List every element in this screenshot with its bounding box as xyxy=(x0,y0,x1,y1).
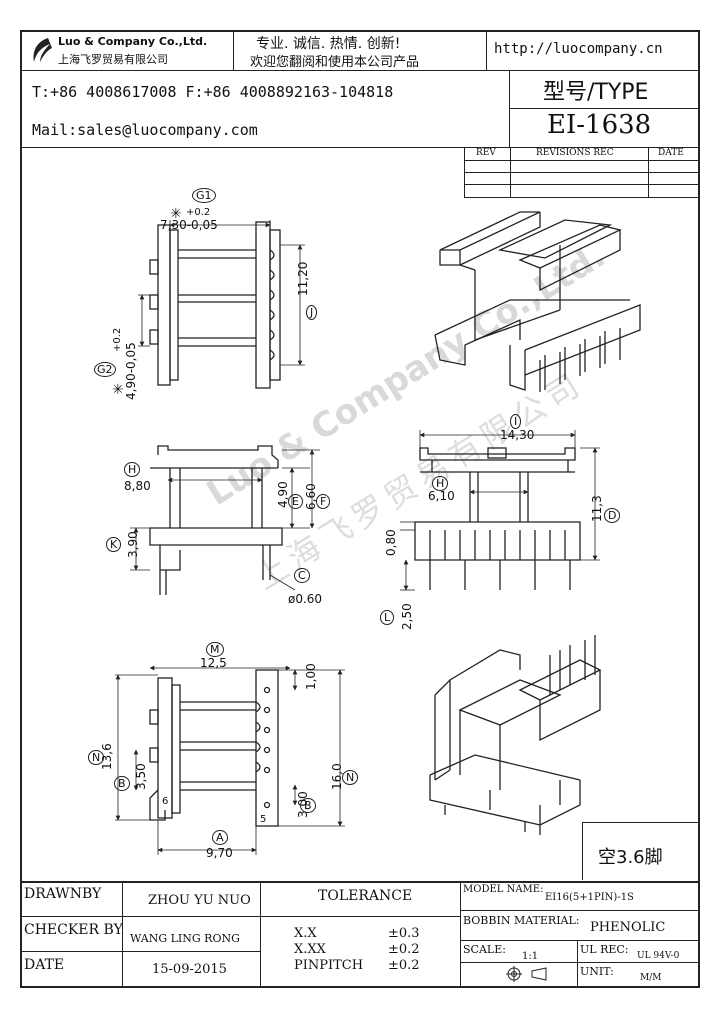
tol-xxx-label: X.XX xyxy=(294,942,326,957)
m-value: 12,5 xyxy=(200,656,227,670)
scale-label: SCALE: xyxy=(463,943,506,956)
unit-label: UNIT: xyxy=(580,965,614,978)
n-left-value: 13,6 xyxy=(100,743,114,770)
g1-value: 7,30-0,05 xyxy=(160,218,218,232)
company-name: Luo & Company Co.,Ltd. xyxy=(58,35,208,48)
phone-fax: T:+86 4008617008 F:+86 4008892163-104818 xyxy=(32,83,394,101)
n-top-value: 1,00 xyxy=(304,663,318,690)
l-label: L xyxy=(380,610,395,625)
note-text: 空3.6脚 xyxy=(598,847,663,868)
e-label: E xyxy=(288,494,303,509)
type-label: 型号/TYPE xyxy=(543,80,649,105)
h2-label: H xyxy=(432,476,449,491)
date-header: DATE xyxy=(658,148,684,158)
c-label: C xyxy=(294,568,310,583)
tol-pin-value: ±0.2 xyxy=(388,958,420,973)
n-right-label: N xyxy=(342,770,359,785)
a-value: 9,70 xyxy=(206,846,233,860)
scale-value: 1:1 xyxy=(522,951,539,962)
bobbin-label: BOBBIN MATERIAL: xyxy=(463,914,580,927)
header-sep-1 xyxy=(233,30,234,70)
side-view xyxy=(400,430,600,591)
contact-divider xyxy=(20,147,700,148)
c-value: ø0.60 xyxy=(288,592,323,606)
date-label: DATE xyxy=(24,957,65,973)
top-view xyxy=(138,220,305,389)
h-label: H xyxy=(124,462,141,477)
checker-label: CHECKER BY xyxy=(24,922,123,938)
k-label: K xyxy=(106,537,122,552)
unit-value: M/M xyxy=(640,973,662,983)
company-logo-icon xyxy=(33,38,52,62)
k-value: 3,90 xyxy=(126,531,140,558)
tolerance-label: TOLERANCE xyxy=(318,888,413,904)
ulrec-value: UL 94V-0 xyxy=(637,951,680,961)
revisions-rec-header: REVISIONS REC xyxy=(536,148,614,158)
bottom-view xyxy=(115,665,345,855)
drawing-frame xyxy=(20,30,700,988)
f-label: F xyxy=(316,494,331,509)
i-value: 14,30 xyxy=(500,428,535,442)
g1-star-icon: ✳ xyxy=(170,206,182,222)
h-value: 8,80 xyxy=(124,479,151,493)
note-box xyxy=(582,822,700,880)
header-sep-2 xyxy=(486,30,487,70)
i-label: I xyxy=(510,414,522,429)
type-box-divider xyxy=(509,108,700,109)
j-label: J xyxy=(306,305,318,320)
isometric-view-bottom xyxy=(429,635,602,835)
tol-xxx-value: ±0.2 xyxy=(388,942,420,957)
g1-tolerance: +0.2 xyxy=(186,207,211,218)
f-value: 6,60 xyxy=(304,483,318,510)
website-link[interactable]: http://luocompany.cn xyxy=(494,41,663,57)
d-label: D xyxy=(604,508,621,523)
slogan-line-2: 欢迎您翻阅和使用本公司产品 xyxy=(250,55,420,70)
header-divider xyxy=(20,70,700,71)
b-label: B xyxy=(114,776,130,791)
g1-callout: G1 xyxy=(192,188,216,203)
tol-xx-label: X.X xyxy=(294,926,317,941)
mail-address[interactable]: Mail:sales@luocompany.com xyxy=(32,121,258,139)
drawnby-label: DRAWNBY xyxy=(24,886,102,902)
m-label: M xyxy=(206,642,224,657)
date-value: 15-09-2015 xyxy=(152,962,227,977)
checker-value: WANG LING RONG xyxy=(130,932,240,945)
company-name-cn: 上海飞罗贸易有限公司 xyxy=(58,53,168,66)
pin-5-label: 5 xyxy=(260,814,267,825)
model-name-value: EI16(5+1PIN)-1S xyxy=(545,892,634,903)
n-left-label: N xyxy=(88,750,105,765)
l-value: 2,50 xyxy=(400,603,414,630)
g1-label: G1 xyxy=(192,188,216,203)
drawnby-value: ZHOU YU NUO xyxy=(148,893,251,908)
front-view xyxy=(130,445,320,595)
ulrec-label: UL REC: xyxy=(580,943,629,956)
model-name-label: MODEL NAME: xyxy=(463,884,544,895)
v080-value: 0,80 xyxy=(384,529,398,556)
g2-tolerance: +0.2 xyxy=(112,327,123,352)
tol-xx-value: ±0.3 xyxy=(388,926,420,941)
j-value: 11,20 xyxy=(296,261,310,296)
g2-star-icon: ✳ xyxy=(112,382,124,398)
g2-label: G2 xyxy=(94,362,116,377)
b2-label: B xyxy=(300,798,316,813)
technical-drawing xyxy=(115,211,641,855)
pin-6-label: 6 xyxy=(162,796,169,807)
projection-symbol-icon xyxy=(506,966,547,982)
h2-value: 6,10 xyxy=(428,489,455,503)
g2-value: 4,90-0,05 xyxy=(124,342,138,400)
d-value: 11,3 xyxy=(590,495,604,522)
tol-pin-label: PINPITCH xyxy=(294,958,364,973)
b-value: 3,50 xyxy=(134,763,148,790)
bobbin-value: PHENOLIC xyxy=(590,920,666,935)
slogan-line-1: 专业. 诚信. 热情. 创新! xyxy=(256,36,401,52)
isometric-view-top xyxy=(434,211,641,392)
rev-header: REV xyxy=(476,148,496,158)
model-number: EI-1638 xyxy=(547,110,652,140)
a-label: A xyxy=(212,830,228,845)
